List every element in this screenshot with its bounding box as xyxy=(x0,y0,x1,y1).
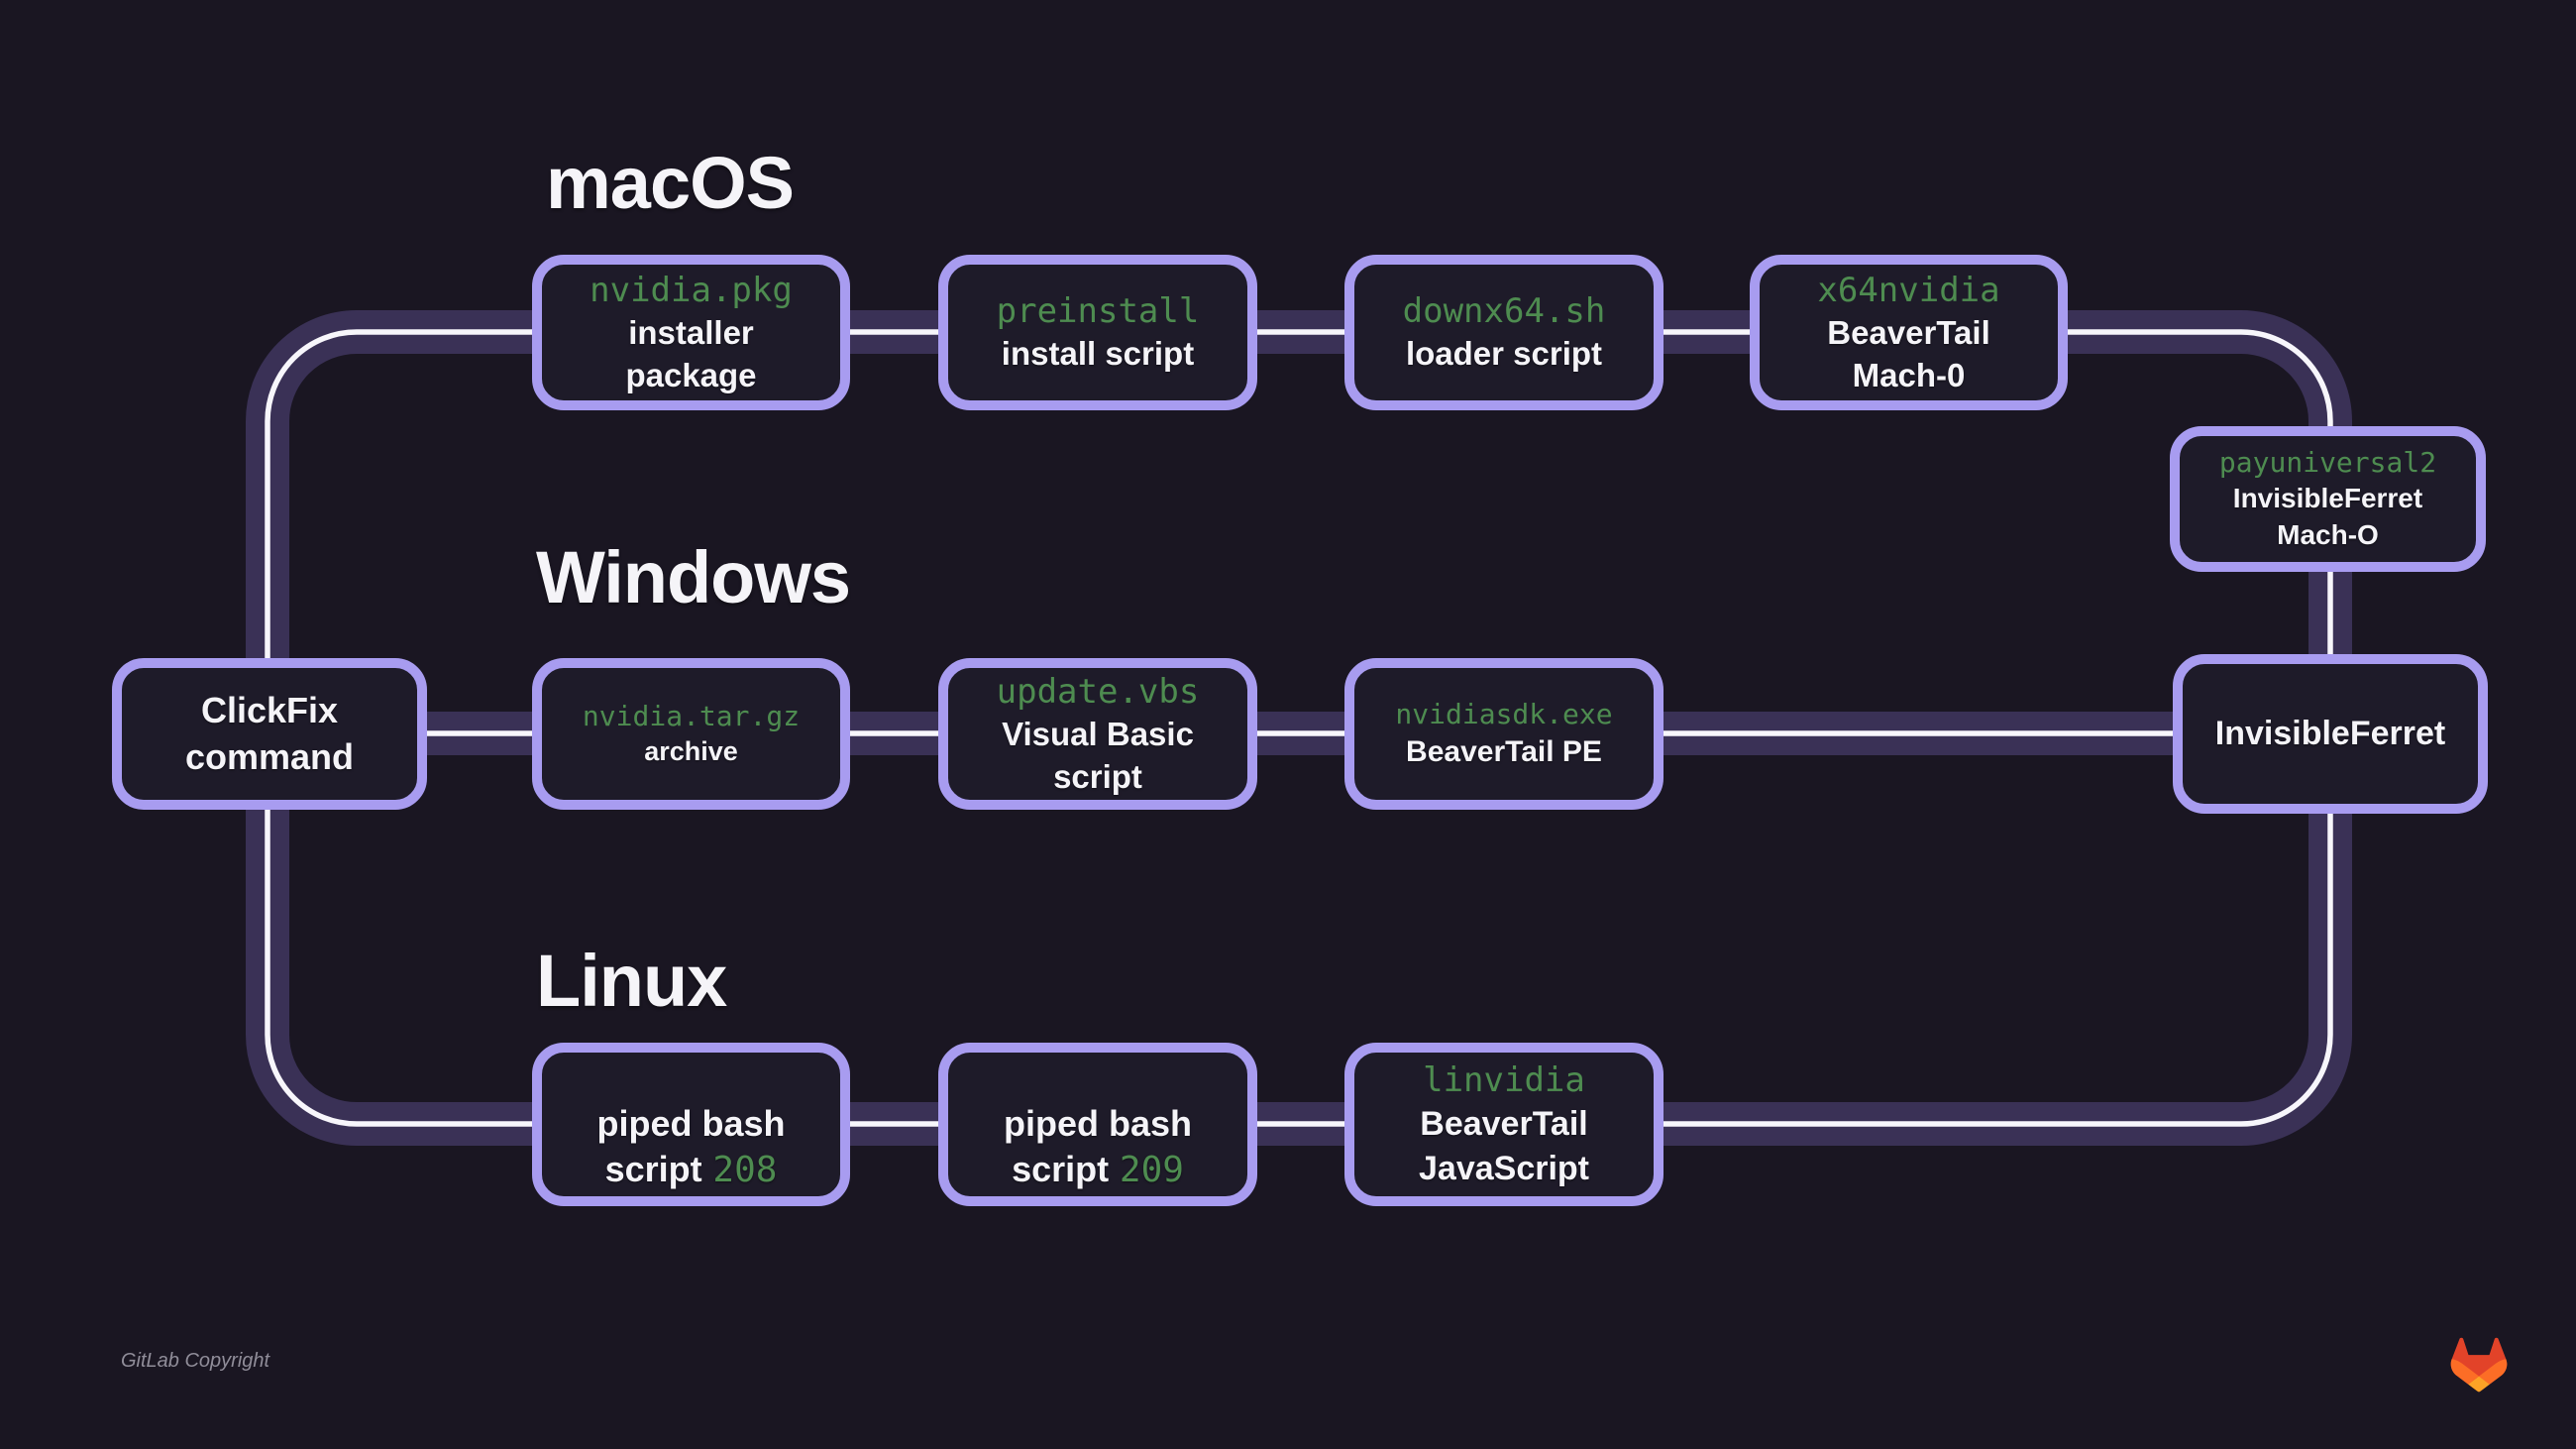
node-label: install script xyxy=(1001,335,1195,373)
node-label: InvisibleFerret xyxy=(2214,715,2446,753)
node-payuniversal2: payuniversal2 InvisibleFerret Mach-O xyxy=(2170,426,2486,572)
node-nvidiasdk-exe: nvidiasdk.exe BeaverTail PE xyxy=(1344,658,1664,810)
node-label-number: 208 xyxy=(712,1150,778,1191)
section-title-macos: macOS xyxy=(546,142,795,224)
node-preinstall: preinstall install script xyxy=(938,255,1257,410)
node-code: linvidia xyxy=(1423,1060,1585,1101)
node-label-text: piped bash script xyxy=(596,1102,786,1190)
node-label: BeaverTail JavaScript xyxy=(1419,1105,1589,1187)
node-code: nvidia.pkg xyxy=(590,270,793,310)
node-x64nvidia: x64nvidia BeaverTail Mach-0 xyxy=(1750,255,2068,410)
node-label: InvisibleFerret Mach-O xyxy=(2232,483,2423,550)
section-title-linux: Linux xyxy=(536,940,727,1022)
node-label: ClickFix command xyxy=(184,689,355,777)
gitlab-logo-icon xyxy=(2450,1337,2508,1393)
node-code: x64nvidia xyxy=(1817,270,2000,310)
node-label: archive xyxy=(644,736,738,767)
node-label: Visual Basic script xyxy=(1002,715,1194,795)
section-title-windows: Windows xyxy=(536,536,851,618)
node-linvidia: linvidia BeaverTail JavaScript xyxy=(1344,1043,1664,1206)
node-update-vbs: update.vbs Visual Basic script xyxy=(938,658,1257,810)
node-code: downx64.sh xyxy=(1402,290,1606,331)
node-code: nvidiasdk.exe xyxy=(1395,697,1613,730)
node-clickfix-command: ClickFix command xyxy=(112,658,427,810)
copyright-note: GitLab Copyright xyxy=(121,1350,270,1372)
node-label-number: 209 xyxy=(1119,1150,1184,1191)
node-label: installer package xyxy=(625,313,757,393)
node-code: payuniversal2 xyxy=(2218,445,2437,479)
node-label: BeaverTail PE xyxy=(1406,735,1602,769)
node-downx64-sh: downx64.sh loader script xyxy=(1344,255,1664,410)
node-nvidia-pkg: nvidia.pkg installer package xyxy=(532,255,850,410)
node-invisibleferret: InvisibleFerret xyxy=(2173,654,2488,814)
node-label: BeaverTail Mach-0 xyxy=(1827,313,1990,393)
node-label-text: piped bash script xyxy=(1003,1102,1193,1190)
node-nvidia-tar-gz: nvidia.tar.gz archive xyxy=(532,658,850,810)
node-code: update.vbs xyxy=(996,671,1200,712)
node-label: loader script xyxy=(1405,335,1603,373)
node-code: nvidia.tar.gz xyxy=(582,699,801,732)
node-code: preinstall xyxy=(996,290,1200,331)
